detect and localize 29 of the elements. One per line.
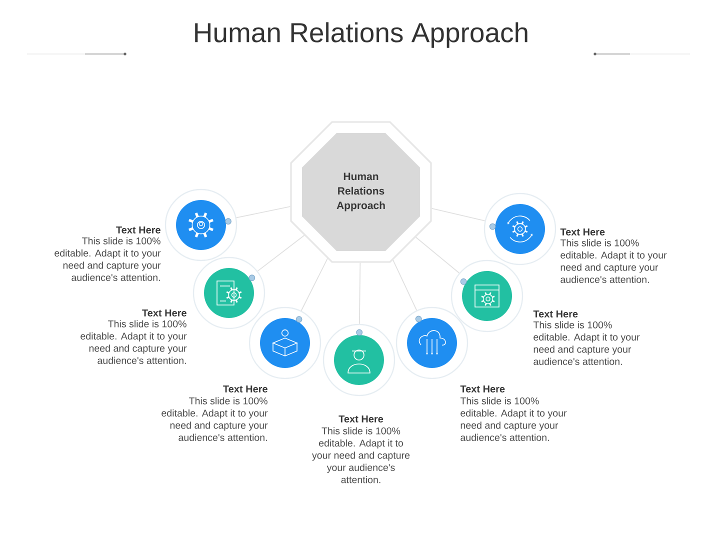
body-text: This slide is 100% editable. Adapt it to your need and capture your audience's attention.: [560, 239, 667, 283]
icon-circle: [450, 260, 524, 332]
icon-circle: [396, 306, 468, 380]
connector-line: [300, 258, 328, 312]
octagon-box: Human Relations Approach: [290, 121, 432, 263]
icon-circle: [192, 256, 266, 330]
connector-line: [257, 234, 305, 272]
connector-line: [431, 208, 486, 222]
heading: Text Here: [223, 386, 268, 392]
icon-circle: [164, 188, 238, 262]
heading: Text Here: [338, 416, 384, 422]
heading: Text Here: [560, 228, 605, 236]
body-text: This slide is 100% editable. Adapt it to your need and capture your audience's attention.: [162, 397, 268, 441]
icon-circle: [248, 306, 322, 380]
body-text: This slide is 100% editable. Adapt it to your need and capture your audience's attention.: [312, 427, 410, 484]
heading: Text Here: [116, 226, 160, 234]
heading: Text Here: [142, 310, 186, 316]
body-text: This slide is 100% editable. Adapt it to your need and capture your audience's attention.: [54, 237, 161, 281]
icon-circle: [484, 192, 556, 266]
body-text: This slide is 100% editable. Adapt it to your need and capture your audience's attention.: [533, 321, 640, 365]
connector-line: [392, 260, 418, 311]
heading: Text Here: [460, 386, 505, 392]
connector-line: [415, 236, 460, 274]
title: Human Relations Approach: [195, 22, 528, 48]
heading: Text Here: [533, 310, 578, 318]
body-text: This slide is 100% editable. Adapt it to your need and capture your audience's attention.: [460, 397, 567, 441]
connector-line: [236, 206, 291, 218]
body-text: This slide is 100% editable. Adapt it to your need and capture your audience's attention.: [80, 320, 187, 364]
icon-circle: [322, 324, 396, 396]
